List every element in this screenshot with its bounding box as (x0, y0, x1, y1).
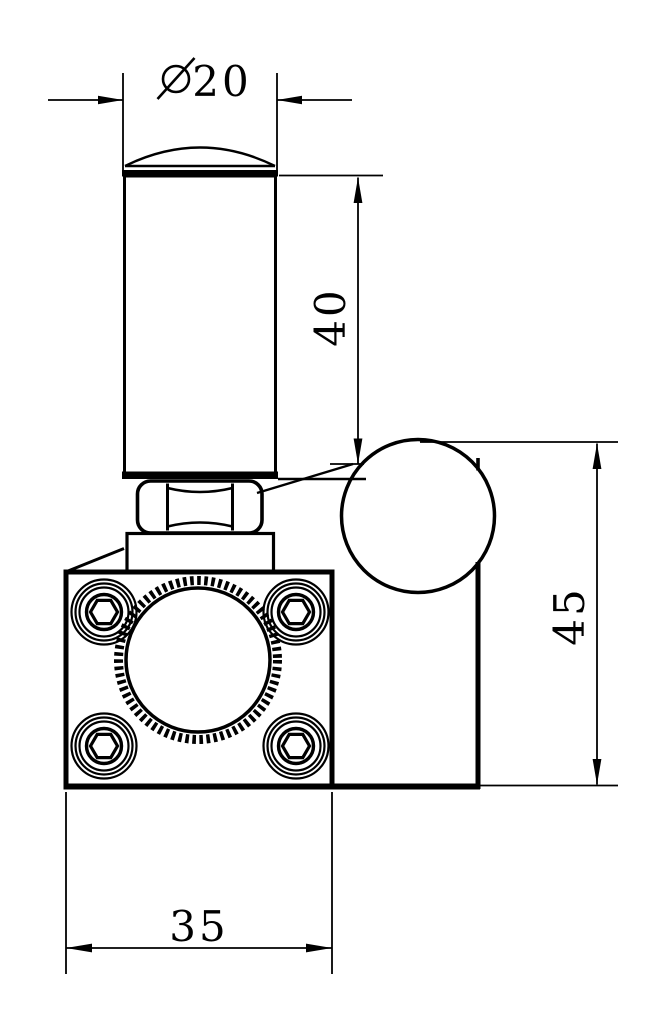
dim-35-value: 35 (169, 902, 228, 951)
dim-45-value: 45 (545, 586, 594, 645)
dome-cap (122, 146, 278, 177)
coil-cylinder (122, 174, 278, 479)
diameter-symbol (156, 57, 196, 100)
flange-bolt-bottom-right (262, 712, 330, 780)
mounting-block (125, 531, 276, 574)
knurled-dial (114, 576, 282, 744)
dim-40-value: 40 (306, 287, 355, 346)
flange-bolt-bottom-left (70, 712, 138, 780)
flange-bolt-top-right (262, 578, 330, 646)
dim-height-40: 40 (256, 174, 383, 495)
dim-diameter-20: 20 (48, 57, 352, 170)
knob-circle (339, 437, 497, 595)
dim-diameter-value: 20 (192, 57, 251, 106)
dim-width-35: 35 (65, 792, 333, 974)
dim-height-45: 45 (420, 441, 618, 787)
hex-nut (135, 479, 264, 535)
